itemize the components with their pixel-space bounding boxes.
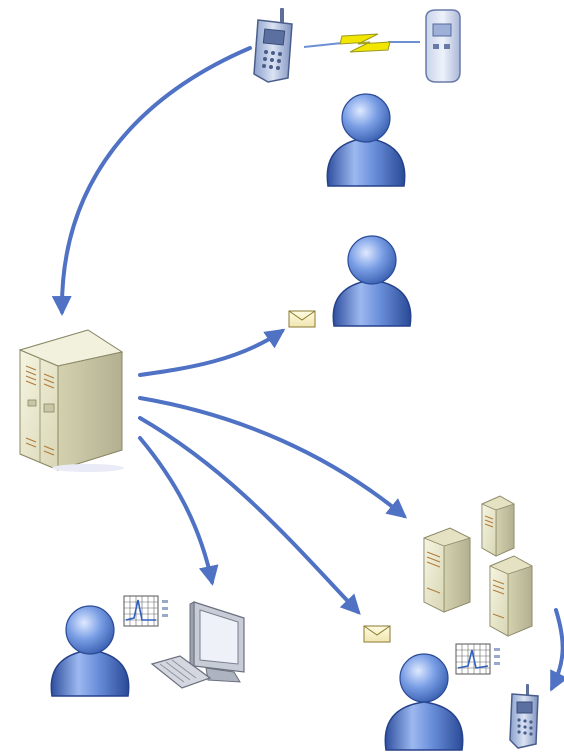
mobile-phone-icon <box>253 8 293 83</box>
user-icon <box>384 653 464 751</box>
arrow-server-to-envelope-bottom <box>138 416 361 615</box>
server-icon <box>423 527 471 613</box>
computer-icon <box>150 601 245 689</box>
arrow-server-to-computer <box>138 436 219 586</box>
arrow-phone-to-server <box>51 46 252 316</box>
lightning-icon <box>339 33 391 53</box>
envelope-icon <box>363 625 391 643</box>
user-icon <box>326 93 406 187</box>
user-icon <box>50 605 130 697</box>
mobile-phone-icon <box>509 684 539 749</box>
envelope-icon <box>288 310 316 328</box>
server-icon <box>489 555 533 637</box>
arrow-server-to-envelope-top <box>138 328 286 377</box>
wireless-link <box>303 33 420 53</box>
chart-icon <box>123 595 168 627</box>
arrow-cluster-to-phone-bottom <box>550 608 564 692</box>
server-cluster-icon <box>423 495 533 637</box>
pager-icon <box>425 9 461 83</box>
arrow-server-to-cluster <box>138 396 408 519</box>
server-icon <box>481 495 515 557</box>
connection-arrows <box>51 46 564 692</box>
server-icon <box>18 329 124 472</box>
user-icon <box>332 235 412 327</box>
chart-icon <box>455 643 500 675</box>
